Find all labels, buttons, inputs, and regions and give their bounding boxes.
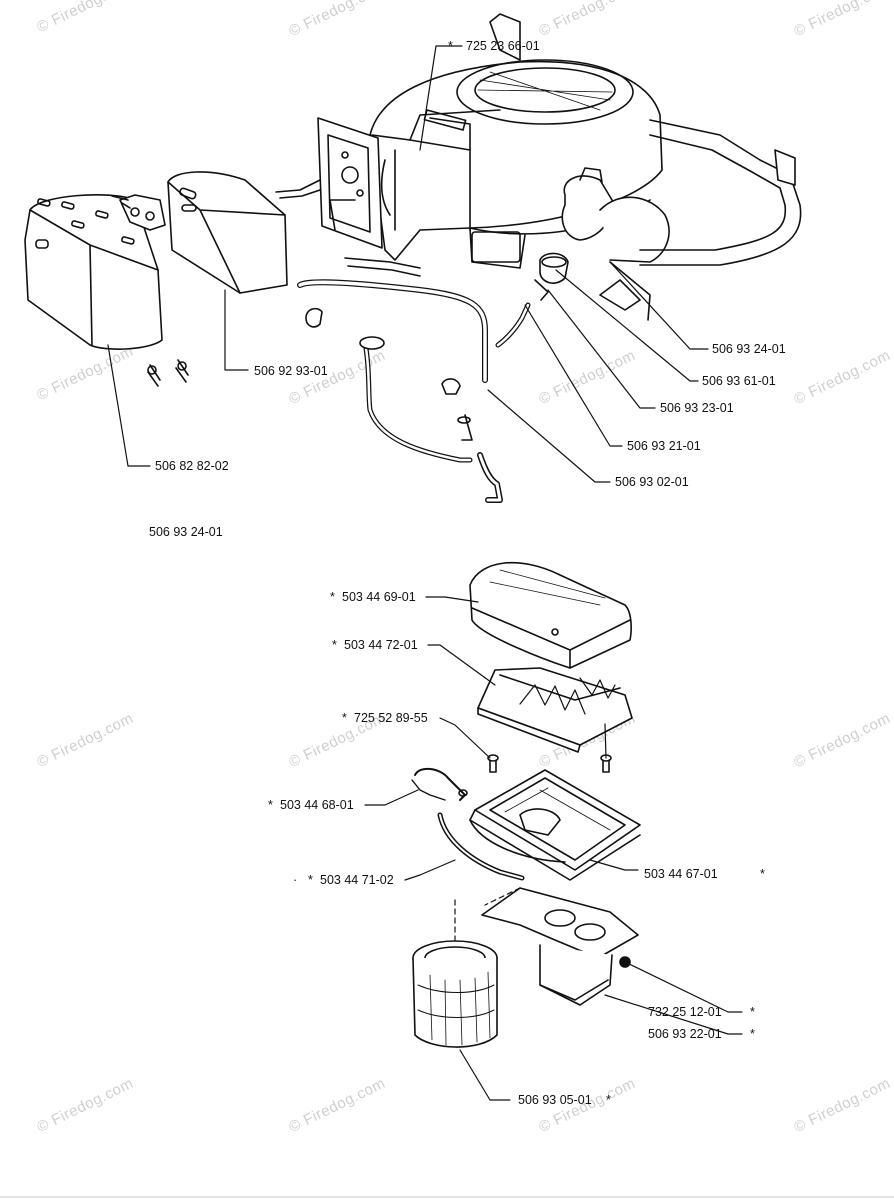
gasket-illustration	[437, 812, 566, 881]
part-label-tick: ·	[293, 873, 298, 887]
frame-bracket-illustration	[275, 13, 802, 321]
part-number-label: 506 93 23-01	[660, 401, 734, 415]
part-label-star: *	[268, 798, 273, 812]
part-number-label: 503 44 68-01	[280, 798, 354, 812]
part-number-label: 506 93 22-01	[648, 1027, 722, 1041]
part-label-star: *	[308, 873, 313, 887]
part-number-label: 506 93 02-01	[615, 475, 689, 489]
pre-filter-illustration	[412, 940, 498, 1048]
part-label-star: *	[448, 39, 453, 53]
part-number-label: 506 93 61-01	[702, 374, 776, 388]
screw-illustration	[487, 754, 612, 773]
part-label-star: *	[750, 1005, 755, 1019]
part-number-label: 503 44 71-02	[320, 873, 394, 887]
part-label-star: *	[750, 1027, 755, 1041]
part-label-star: *	[342, 711, 347, 725]
muffler-illustration	[111, 171, 288, 294]
part-number-label: 732 25 12-01	[648, 1005, 722, 1019]
clip-illustration	[411, 767, 468, 801]
part-number-label: 506 93 24-01	[712, 342, 786, 356]
part-label-star: *	[330, 590, 335, 604]
part-number-label: 725 23 66-01	[466, 39, 540, 53]
part-label-star: *	[760, 867, 765, 881]
part-number-label: 506 93 21-01	[627, 439, 701, 453]
page-bottom-divider	[0, 1196, 894, 1198]
leader-lines-upper	[107, 45, 709, 483]
part-number-label: 503 44 67-01	[644, 867, 718, 881]
part-number-label: 725 52 89-55	[354, 711, 428, 725]
part-number-label: 503 44 72-01	[344, 638, 418, 652]
bracket-plate-illustration	[481, 887, 639, 1006]
engine-illustration	[369, 59, 670, 269]
part-number-label: 506 82 82-02	[155, 459, 229, 473]
part-number-label: 506 93 24-01	[149, 525, 223, 539]
fuel-line-illustration	[297, 252, 569, 503]
muffler-guard-illustration	[24, 194, 189, 387]
part-label-star: *	[606, 1093, 611, 1107]
leader-lines-lower	[364, 596, 743, 1101]
part-number-label: 503 44 69-01	[342, 590, 416, 604]
air-filter-cover-illustration	[469, 561, 632, 669]
part-number-label: 506 92 93-01	[254, 364, 328, 378]
air-filter-element-illustration	[477, 667, 633, 753]
part-number-label: 506 93 05-01	[518, 1093, 592, 1107]
part-label-star: *	[332, 638, 337, 652]
air-filter-base-illustration	[469, 769, 641, 881]
